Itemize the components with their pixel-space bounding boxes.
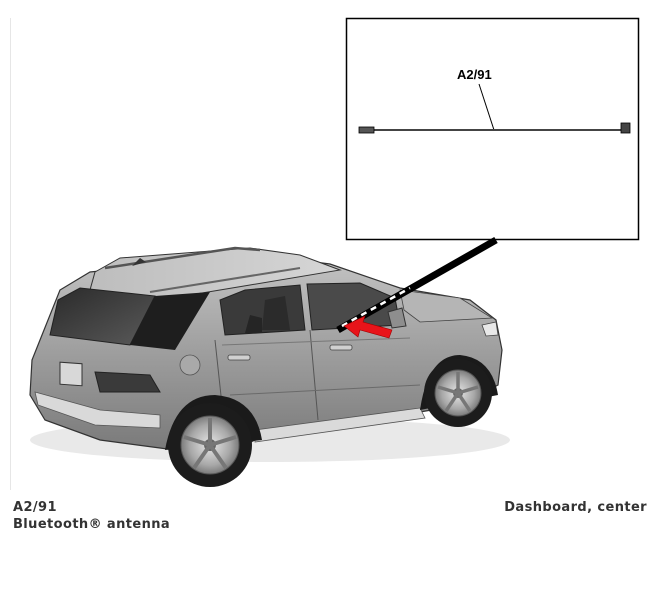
component-location-diagram: A2/91 xyxy=(29,17,640,487)
front-wheel xyxy=(424,359,492,427)
rear-wheel xyxy=(168,403,252,487)
inset-leader-line xyxy=(478,83,495,131)
inset-component-label: A2/91 xyxy=(457,67,492,82)
component-code: A2/91 xyxy=(13,500,57,515)
detail-inset: A2/91 xyxy=(345,17,640,241)
component-name: Bluetooth® antenna xyxy=(13,517,171,532)
antenna-connector-left xyxy=(358,126,375,134)
antenna-connector-right xyxy=(620,122,631,134)
locator-arrow xyxy=(343,315,393,339)
page-border xyxy=(10,18,11,490)
bluetooth-antenna-cable xyxy=(358,122,631,134)
component-location: Dashboard, center xyxy=(504,500,647,515)
inset-leader xyxy=(336,236,498,334)
vehicle-illustration xyxy=(29,246,510,487)
